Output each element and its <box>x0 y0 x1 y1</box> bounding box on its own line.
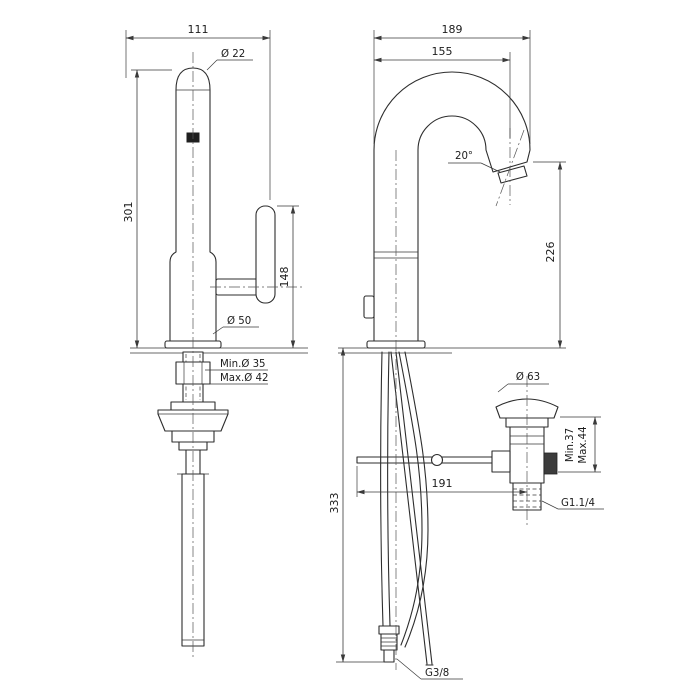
dim-supply-thread-label: G3/8 <box>425 668 449 679</box>
nut-chamfers <box>183 362 203 384</box>
centerline-side <box>192 52 304 660</box>
front-view: 189 155 20° 226 333 191 Ø 63 Min.37 Max.… <box>328 23 604 680</box>
supply-hose-bowed <box>398 351 429 648</box>
dim-spout-diameter-label: Ø 22 <box>221 48 245 60</box>
side-view: 111 Ø 22 301 148 Ø 50 Min.Ø 35 Max.Ø 42 <box>122 23 308 660</box>
dim-drain-flange-label: Ø 63 <box>516 371 540 383</box>
dim-outlet-angle-label: 20° <box>455 151 473 162</box>
dim-width-label: 111 <box>188 23 209 36</box>
dim-width-front-label: 189 <box>442 23 463 36</box>
handle-grip <box>255 205 276 304</box>
dim-handle-height-label: 148 <box>278 267 291 288</box>
hose-connector-tip <box>383 649 395 663</box>
dim-clamp-min-label: Min.37 <box>565 428 576 462</box>
supply-hose-straight <box>380 351 391 627</box>
dim-spout-height-label: 226 <box>544 242 557 263</box>
dim-spout-reach-label: 155 <box>432 45 453 58</box>
popup-rod-ball <box>430 453 444 467</box>
hose-connector-thread-lines <box>381 637 397 647</box>
dim-drain-offset-label: 191 <box>432 477 453 490</box>
faucet-body-front <box>373 71 531 348</box>
dim-drain-thread-label: G1.1/4 <box>561 498 595 509</box>
dim-clamp-max-label: Max.44 <box>578 426 589 463</box>
aerator-tip <box>497 165 528 184</box>
label-leaders-front <box>396 162 604 680</box>
popup-pivot-rod <box>356 456 495 464</box>
lift-rod-diagonal <box>390 351 434 666</box>
label-leaders-side <box>205 59 268 385</box>
dim-height-total-label: 301 <box>122 202 135 223</box>
dim-body-diameter-label: Ø 50 <box>227 315 251 327</box>
waste-flange-front <box>495 398 559 419</box>
handle-boss-front <box>363 295 375 319</box>
dim-hole-min-label: Min.Ø 35 <box>220 358 266 370</box>
extension-lines-front <box>336 30 601 663</box>
deck-lines-left <box>130 347 308 354</box>
dim-hole-max-label: Max.Ø 42 <box>220 372 269 384</box>
deck-lines-front <box>338 347 566 354</box>
extension-lines-side <box>125 30 299 207</box>
waste-clamp-knob <box>543 452 558 475</box>
dim-under-counter-label: 333 <box>328 493 341 514</box>
waste-rod-port <box>491 450 511 473</box>
